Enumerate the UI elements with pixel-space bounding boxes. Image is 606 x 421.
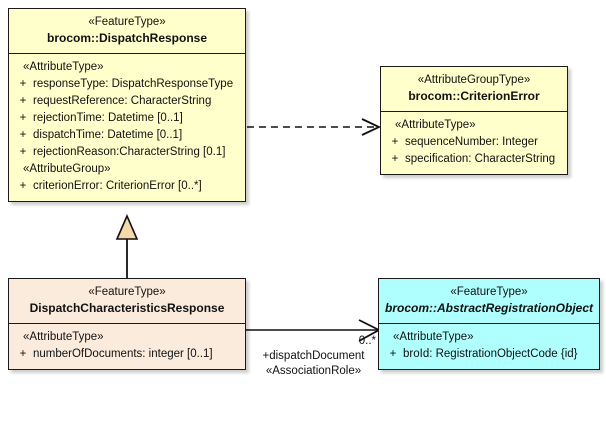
class-box-dispatch-characteristics-response[interactable]: «FeatureType» DispatchCharacteristicsRes… (8, 278, 246, 370)
attribute-text: broId: RegistrationObjectCode {id} (403, 348, 578, 360)
class-name: brocom::CriterionError (408, 89, 540, 103)
attribute-row[interactable]: + rejectionReason:CharacterString [0.1] (13, 144, 241, 161)
attribute-text: sequenceNumber: Integer (405, 136, 538, 148)
class-header-criterion-error: «AttributeGroupType» brocom::CriterionEr… (381, 67, 567, 112)
visibility-marker: + (19, 180, 27, 192)
attribute-text: rejectionReason:CharacterString [0.1] (33, 146, 226, 158)
class-header-abstract-registration-object: «FeatureType» brocom::AbstractRegistrati… (379, 279, 599, 324)
generalization-hollow-triangle (115, 213, 139, 240)
attribute-row[interactable]: + dispatchTime: Datetime [0..1] (13, 127, 241, 144)
attribute-text: dispatchTime: Datetime [0..1] (33, 129, 183, 141)
attribute-text: responseType: DispatchResponseType (33, 78, 234, 90)
attribute-row[interactable]: + requestReference: CharacterString (13, 93, 241, 110)
attribute-row[interactable]: + numberOfDocuments: integer [0..1] (13, 346, 241, 363)
attribute-row[interactable]: + responseType: DispatchResponseType (13, 76, 241, 93)
class-attributes-dispatch-characteristics-response: «AttributeType» + numberOfDocuments: int… (9, 324, 245, 369)
class-header-dispatch-characteristics-response: «FeatureType» DispatchCharacteristicsRes… (9, 279, 245, 324)
class-attributes-criterion-error: «AttributeType» + sequenceNumber: Intege… (381, 112, 567, 174)
dependency-open-arrowhead (361, 118, 382, 136)
class-stereotype: «AttributeGroupType» (417, 74, 531, 86)
visibility-marker: + (391, 136, 399, 148)
class-name: brocom::DispatchResponse (46, 31, 208, 45)
class-box-criterion-error[interactable]: «AttributeGroupType» brocom::CriterionEr… (380, 66, 568, 175)
visibility-marker: + (19, 78, 27, 90)
attribute-text: specification: CharacterString (405, 153, 556, 165)
attribute-group-stereotype: «AttributeGroup» (23, 163, 111, 175)
visibility-marker: + (19, 146, 27, 158)
attribute-row[interactable]: + specification: CharacterString (385, 151, 563, 168)
association-stereotype-label: «AssociationRole» (265, 365, 362, 377)
class-stereotype: «FeatureType» (450, 286, 528, 298)
visibility-marker: + (391, 153, 399, 165)
class-box-dispatch-response[interactable]: «FeatureType» brocom::DispatchResponse «… (8, 8, 246, 202)
visibility-marker: + (19, 95, 27, 107)
class-box-abstract-registration-object[interactable]: «FeatureType» brocom::AbstractRegistrati… (378, 278, 600, 370)
attribute-row[interactable]: + rejectionTime: Datetime [0..1] (13, 110, 241, 127)
visibility-marker: + (19, 112, 27, 124)
generalization-dispatchcharacteristics-dispatchresponse-connector (115, 213, 139, 278)
association-multiplicity-label: 0..* (358, 335, 376, 347)
class-stereotype: «FeatureType» (88, 16, 166, 28)
attribute-text: rejectionTime: Datetime [0..1] (33, 112, 183, 124)
attribute-row[interactable]: + broId: RegistrationObjectCode {id} (383, 346, 595, 363)
attribute-text: criterionError: CriterionError [0..*] (33, 180, 202, 192)
dependency-dispatchresponse-criterionerror-connector (247, 118, 382, 136)
attribute-text: numberOfDocuments: integer [0..1] (33, 348, 213, 360)
attribute-row[interactable]: + sequenceNumber: Integer (385, 134, 563, 151)
class-header-dispatch-response: «FeatureType» brocom::DispatchResponse (9, 9, 245, 54)
visibility-marker: + (19, 129, 27, 141)
attribute-row[interactable]: + criterionError: CriterionError [0..*] (13, 178, 241, 195)
class-name: DispatchCharacteristicsResponse (29, 301, 225, 315)
class-name: brocom::AbstractRegistrationObject (384, 301, 594, 315)
attribute-group-stereotype: «AttributeType» (395, 119, 476, 131)
attribute-group-stereotype: «AttributeType» (23, 61, 104, 73)
association-role-label: +dispatchDocument (262, 350, 365, 362)
attribute-text: requestReference: CharacterString (33, 95, 212, 107)
class-attributes-dispatch-response: «AttributeType» + responseType: Dispatch… (9, 54, 245, 201)
visibility-marker: + (19, 348, 27, 360)
class-attributes-abstract-registration-object: «AttributeType» + broId: RegistrationObj… (379, 324, 599, 369)
attribute-group-stereotype: «AttributeType» (393, 331, 474, 343)
attribute-group-stereotype: «AttributeType» (23, 331, 104, 343)
class-stereotype: «FeatureType» (88, 286, 166, 298)
visibility-marker: + (389, 348, 397, 360)
